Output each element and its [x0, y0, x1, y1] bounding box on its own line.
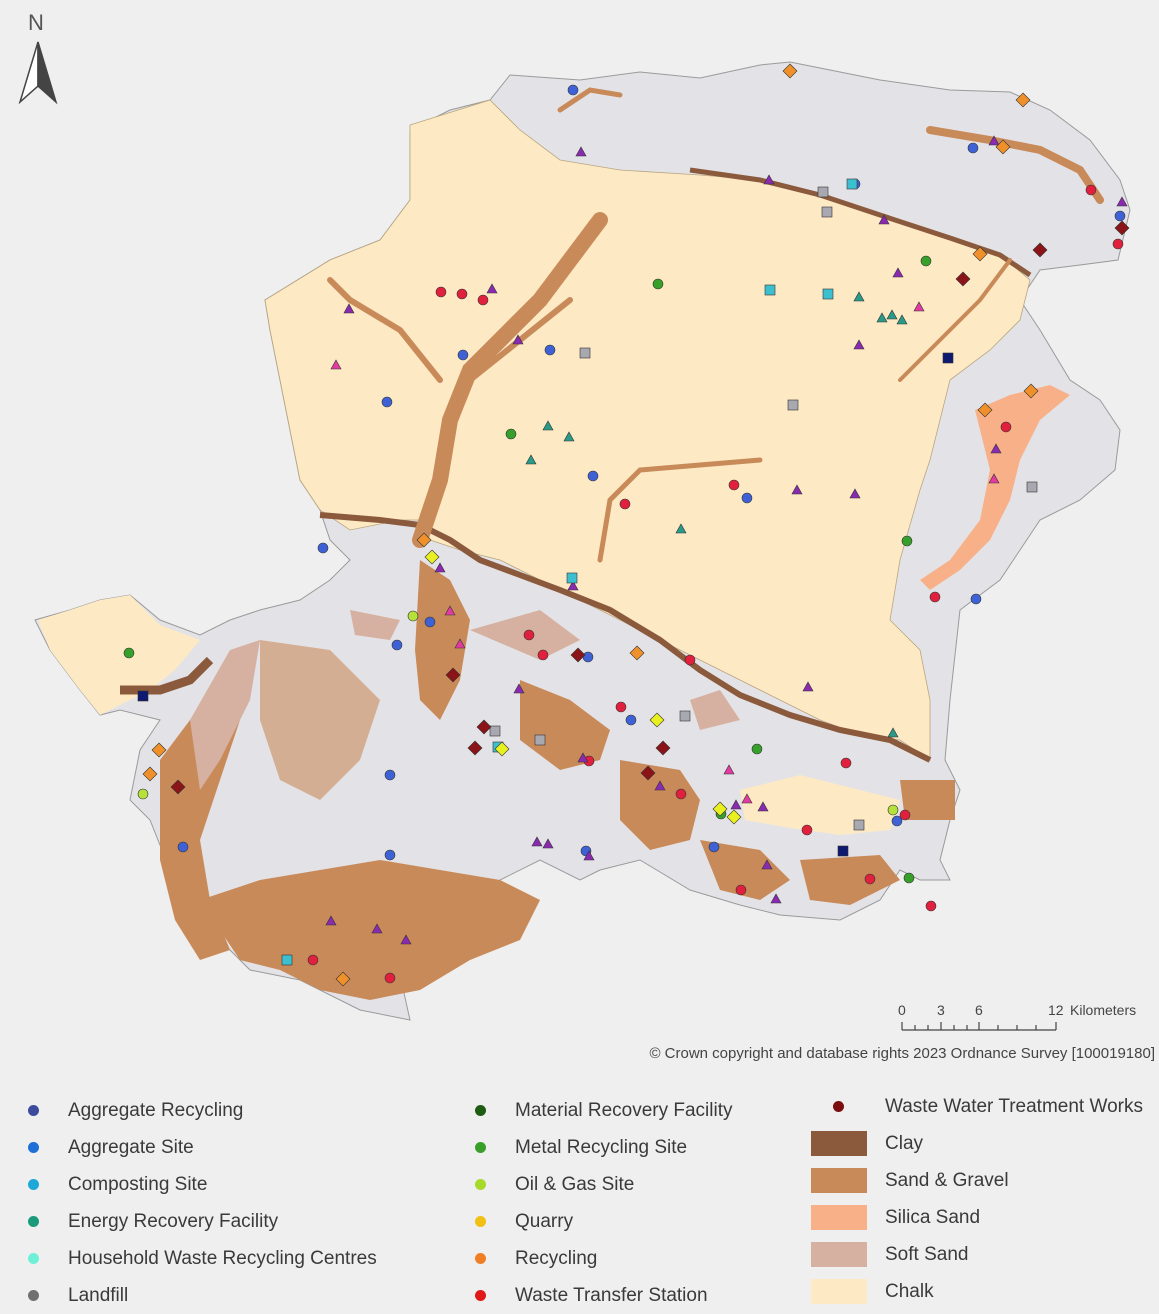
legend-item: Oil & Gas Site [475, 1166, 733, 1203]
north-label: N [28, 10, 44, 35]
legend-item: Waste Transfer Station [475, 1277, 733, 1314]
aggregate-site-icon [28, 1142, 39, 1153]
recycling-icon [475, 1253, 486, 1264]
waste-water-icon [833, 1101, 844, 1112]
oil-gas-icon [475, 1179, 486, 1190]
legend-item: Sand & Gravel [811, 1162, 1143, 1199]
legend-column-2: Material Recovery Facility Metal Recycli… [475, 1092, 733, 1314]
legend-item: Waste Water Treatment Works [811, 1088, 1143, 1125]
landfill-icon [28, 1290, 39, 1301]
legend-column-3: Waste Water Treatment Works Clay Sand & … [811, 1088, 1143, 1310]
legend-item: Landfill [28, 1277, 377, 1314]
silica-sand-swatch-icon [811, 1205, 867, 1230]
legend-item: Soft Sand [811, 1236, 1143, 1273]
legend-item: Silica Sand [811, 1199, 1143, 1236]
map [18, 41, 1131, 1031]
scale-tick-0: 0 [898, 1002, 906, 1018]
scale-bar [901, 1022, 1057, 1031]
copyright-notice: © Crown copyright and database rights 20… [649, 1045, 1155, 1062]
legend-item: Energy Recovery Facility [28, 1203, 377, 1240]
chalk-area-west [38, 595, 200, 715]
waste-transfer-icon [475, 1290, 486, 1301]
legend-item: Metal Recycling Site [475, 1129, 733, 1166]
sand-gravel-swatch-icon [811, 1168, 867, 1193]
material-recovery-icon [475, 1105, 486, 1116]
sand-gravel-areas [327, 87, 1104, 563]
clay-swatch-icon [811, 1131, 867, 1156]
silica-sand-area [920, 385, 1070, 590]
scale-unit: Kilometers [1070, 1002, 1137, 1018]
energy-recovery-icon [28, 1216, 39, 1227]
scale-tick-6: 6 [975, 1002, 983, 1018]
clay-band-north [689, 167, 1032, 278]
legend-item: Household Waste Recycling Centres [28, 1240, 377, 1277]
metal-recycling-icon [475, 1142, 486, 1153]
scale-tick-12: 12 [1048, 1002, 1064, 1018]
legend-item: Recycling [475, 1240, 733, 1277]
clay-band-west [120, 656, 214, 695]
soft-sand-swatch-icon [811, 1242, 867, 1267]
legend-item: Clay [811, 1125, 1143, 1162]
legend-item: Composting Site [28, 1166, 377, 1203]
legend-item: Aggregate Site [28, 1129, 377, 1166]
quarry-icon [475, 1216, 486, 1227]
site-markers [123, 63, 1130, 987]
legend-column-1: Aggregate Recycling Aggregate Site Compo… [28, 1092, 377, 1314]
household-waste-icon [28, 1253, 39, 1264]
north-arrow-icon [18, 41, 58, 105]
scale-tick-3: 3 [937, 1002, 945, 1018]
legend-item: Material Recovery Facility [475, 1092, 733, 1129]
composting-site-icon [28, 1179, 39, 1190]
legend-item: Aggregate Recycling [28, 1092, 377, 1129]
legend-item: Chalk [811, 1273, 1143, 1310]
chalk-swatch-icon [811, 1279, 867, 1304]
legend-item: Quarry [475, 1203, 733, 1240]
aggregate-recycling-icon [28, 1105, 39, 1116]
